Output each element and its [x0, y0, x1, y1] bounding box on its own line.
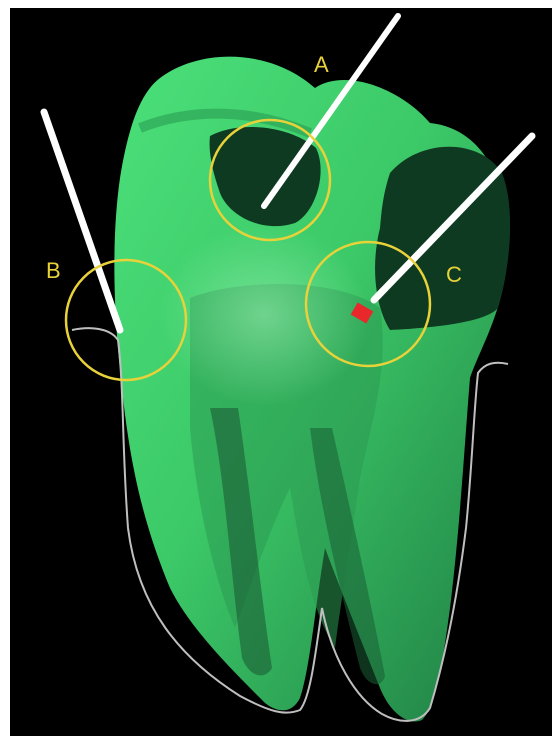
callout-label-a: A	[314, 54, 329, 76]
tooth-illustration	[10, 8, 552, 736]
callout-label-c: C	[446, 264, 462, 286]
image-frame: A B C	[10, 8, 552, 736]
cavity-c	[375, 147, 510, 330]
probe-b	[44, 112, 120, 330]
callout-label-b: B	[46, 260, 61, 282]
